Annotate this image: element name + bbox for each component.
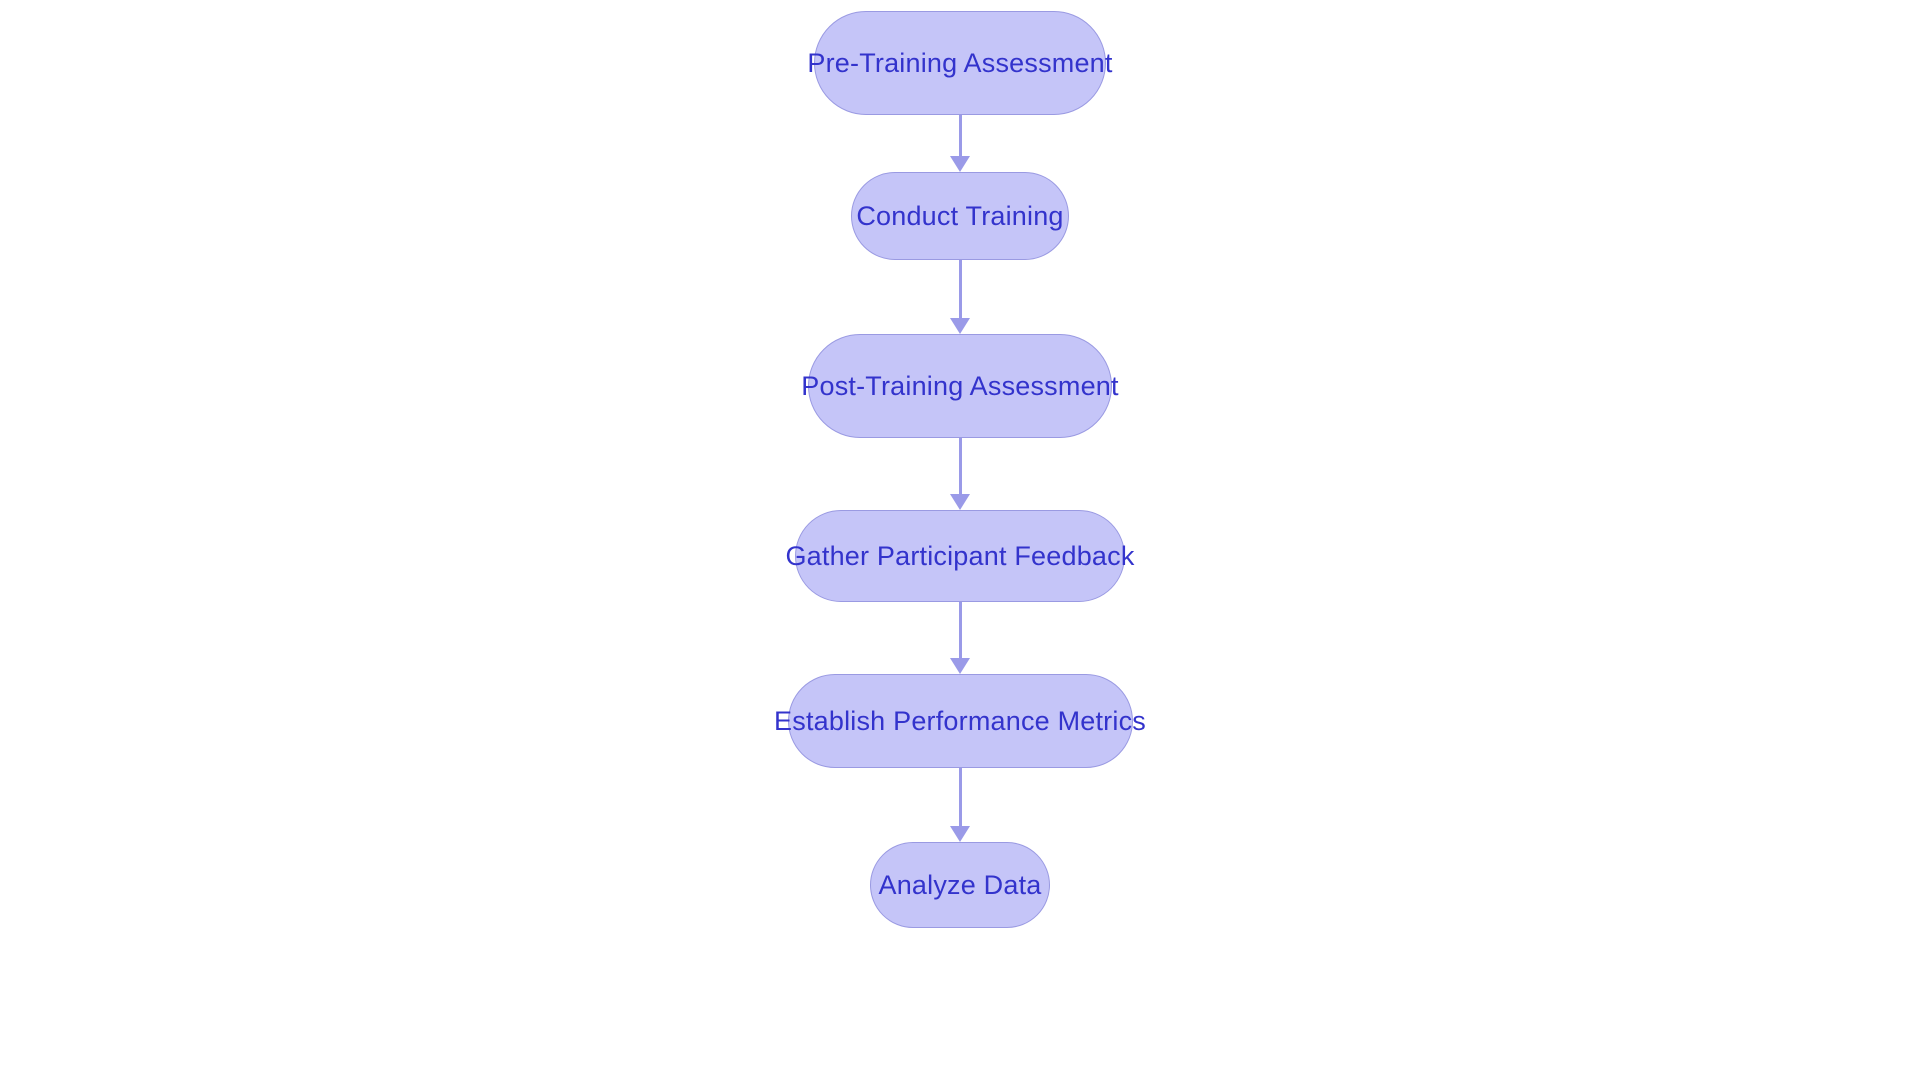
connector-shaft	[958, 602, 962, 659]
flow-connector-2	[948, 260, 972, 334]
arrow-down-icon	[950, 318, 970, 334]
flow-node-label: Conduct Training	[856, 200, 1064, 231]
flow-node-label: Gather Participant Feedback	[785, 540, 1135, 571]
connector-shaft	[958, 115, 962, 157]
arrow-down-icon	[950, 658, 970, 674]
flow-connector-5	[948, 768, 972, 842]
flow-node-establish-performance-metrics[interactable]: Establish Performance Metrics	[774, 674, 1146, 768]
flow-node-label: Establish Performance Metrics	[774, 705, 1146, 736]
flowchart-node-column: Pre-Training Assessment Conduct Training…	[0, 11, 1920, 928]
arrow-down-icon	[950, 494, 970, 510]
arrow-down-icon	[950, 826, 970, 842]
flow-connector-1	[948, 115, 972, 172]
flow-node-label: Analyze Data	[878, 869, 1042, 900]
flow-node-label: Pre-Training Assessment	[807, 47, 1113, 78]
flow-connector-3	[948, 438, 972, 510]
flow-node-gather-participant-feedback[interactable]: Gather Participant Feedback	[785, 510, 1134, 602]
flow-node-post-training-assessment[interactable]: Post-Training Assessment	[801, 334, 1119, 438]
arrow-down-icon	[950, 156, 970, 172]
flow-node-conduct-training[interactable]: Conduct Training	[851, 172, 1069, 260]
connector-shaft	[958, 768, 962, 827]
flow-node-label: Post-Training Assessment	[801, 370, 1119, 401]
flow-connector-4	[948, 602, 972, 674]
connector-shaft	[958, 438, 962, 495]
connector-shaft	[958, 260, 962, 319]
flow-node-analyze-data[interactable]: Analyze Data	[870, 842, 1050, 928]
flow-node-pre-training-assessment[interactable]: Pre-Training Assessment	[807, 11, 1112, 115]
